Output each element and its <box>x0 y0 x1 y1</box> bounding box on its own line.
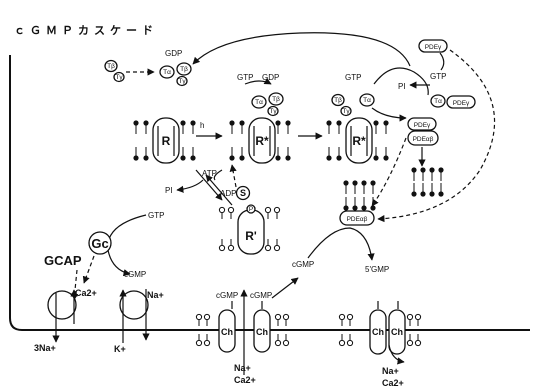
cgmp-ch1-label: cGMP <box>216 291 238 300</box>
svg-text:Tβ: Tβ <box>272 96 280 103</box>
five-gmp-label: 5'GMP <box>365 265 389 274</box>
membrane-right-lipids <box>411 167 443 196</box>
svg-text:Tγ: Tγ <box>178 78 186 85</box>
svg-text:Tγ: Tγ <box>269 108 277 115</box>
ca-ch1-label: Ca2+ <box>234 375 256 385</box>
svg-text:P: P <box>249 206 253 213</box>
na-k-pump: Na+ K+ <box>114 289 164 354</box>
cgmp-label-gc: cGMP <box>124 270 146 279</box>
svg-text:R': R' <box>245 229 257 243</box>
diagram-title: ｃＧＭＰカスケード <box>14 24 158 37</box>
light-label: h <box>200 121 204 130</box>
svg-text:Tγ: Tγ <box>115 74 123 81</box>
pde-activation-group: PDEγ PI GTP Tα PDEγ PDEγ PDEαβ <box>372 40 475 166</box>
na-ex-label: Na+ <box>147 290 164 300</box>
gcap-label: GCAP <box>44 253 82 268</box>
membrane-pde-lipids: PDEαβ <box>340 180 376 225</box>
gdp-label-left: GDP <box>165 49 182 58</box>
gtp-label-far: GTP <box>430 72 446 81</box>
svg-text:Tα: Tα <box>163 69 171 76</box>
pi-label-left: PI <box>165 186 173 195</box>
svg-text:PDEγ: PDEγ <box>414 122 431 129</box>
na-ca-k-exchanger: Ca2+ 3Na+ <box>34 288 97 353</box>
na-ch2-label: Na+ <box>382 366 399 376</box>
svg-text:S: S <box>240 188 246 198</box>
ca-ex-label: Ca2+ <box>75 288 97 298</box>
activated-rhodopsin-2-label: R* <box>352 134 366 148</box>
ca-ch2-label: Ca2+ <box>382 378 404 388</box>
svg-text:Tβ: Tβ <box>107 63 115 70</box>
activated-rhodopsin-1-label: R* <box>255 134 269 148</box>
svg-text:Tβ: Tβ <box>334 97 342 104</box>
cgmp-gated-channel-closed: Ch Ch Na+ Ca2+ <box>370 301 405 388</box>
svg-text:Tα: Tα <box>255 99 263 106</box>
svg-text:Ch: Ch <box>372 327 384 337</box>
gtp-label-right: GTP <box>345 73 361 82</box>
na-ch1-label: Na+ <box>234 363 251 373</box>
disc-membrane-1: R <box>133 118 195 163</box>
gdp-label-mid: GDP <box>262 73 279 82</box>
svg-text:PDEγ: PDEγ <box>453 100 470 107</box>
transducin-group-left: Tβ Tγ GDP Tα Tβ Tγ <box>105 49 191 86</box>
na3-label: 3Na+ <box>34 343 56 353</box>
svg-text:Tα: Tα <box>363 97 371 104</box>
svg-text:Gc: Gc <box>91 236 108 251</box>
pi-label-right: PI <box>398 82 406 91</box>
svg-text:Ch: Ch <box>221 327 233 337</box>
disc-membrane-3: R* <box>326 118 388 163</box>
rhodopsin-label: R <box>162 134 171 148</box>
gtp-label-gc: GTP <box>148 211 164 220</box>
guanylate-cyclase-group: GTP cGMP Gc GCAP <box>44 211 164 300</box>
cgmp-label-mid: cGMP <box>292 260 314 269</box>
svg-text:PDEαβ: PDEαβ <box>413 136 434 143</box>
svg-text:Ch: Ch <box>256 327 268 337</box>
svg-text:Tβ: Tβ <box>180 66 188 73</box>
svg-text:Tα: Tα <box>434 98 442 105</box>
transducin-group-mid: GTP GDP Tα Tβ Tγ <box>237 73 283 116</box>
gtp-label-mid: GTP <box>237 73 253 82</box>
svg-text:PDEαβ: PDEαβ <box>347 216 368 223</box>
cgmp-gated-channel-open: cGMP cGMP Ch Ch Na+ Ca2+ <box>216 290 272 385</box>
svg-text:PDEγ: PDEγ <box>425 44 442 51</box>
transducin-group-right: Tβ Tγ GTP Tα <box>332 73 374 116</box>
k-label: K+ <box>114 344 126 354</box>
disc-membrane-2: R* <box>229 118 290 163</box>
cgmp-ch2-label: cGMP <box>250 291 272 300</box>
svg-text:Tγ: Tγ <box>342 108 350 115</box>
svg-text:Ch: Ch <box>391 327 403 337</box>
